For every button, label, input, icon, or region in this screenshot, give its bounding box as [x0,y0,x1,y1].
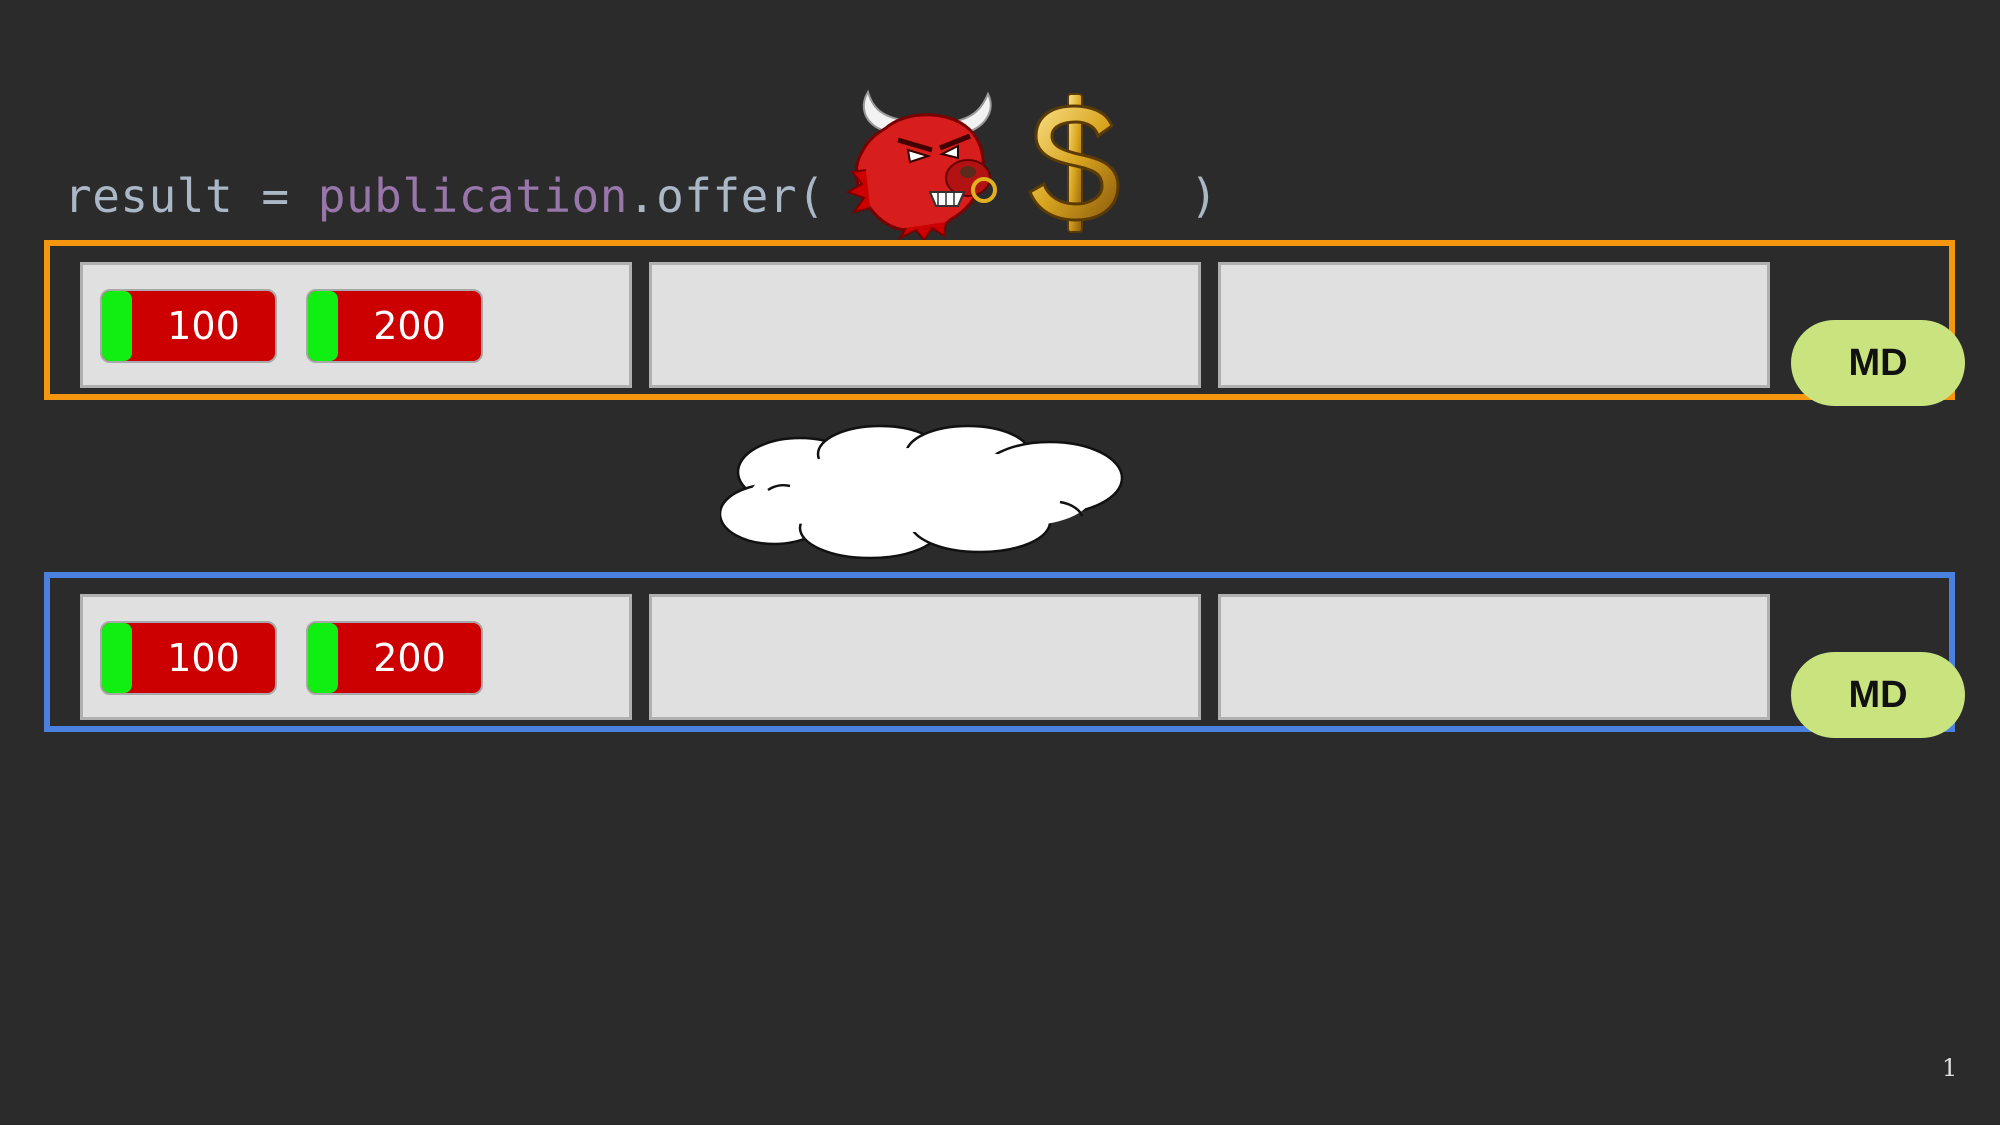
publication-object: publication [317,169,628,223]
offer-method-call: .offer( [627,169,826,223]
frame-header [308,291,338,361]
page-number: 1 [1942,1054,1958,1082]
term-buffer-1 [649,262,1201,388]
message-frame: 200 [306,621,483,695]
frame-header [102,291,132,361]
term-buffer-2 [1218,594,1770,720]
equals-operator: = [233,169,318,223]
dollar-sign-icon [1028,93,1120,233]
close-paren: ) [1190,169,1218,223]
term-buffer-2 [1218,262,1770,388]
message-value: 100 [167,636,240,680]
message-value: 200 [373,636,446,680]
result-variable: result [64,169,234,223]
frame-header [308,623,338,693]
message-frame: 100 [100,621,277,695]
message-value: 100 [167,304,240,348]
md-badge: MD [1791,320,1965,406]
bull-icon [846,89,997,240]
message-value: 200 [373,304,446,348]
code-expression: result = publication.offer( [64,164,825,228]
message-frame: 200 [306,289,483,363]
publisher-log-buffer: 100 200 MD [44,240,1965,406]
term-buffer-1 [649,594,1201,720]
message-frame: 100 [100,289,277,363]
cloud-icon [720,424,1124,560]
md-badge: MD [1791,652,1965,738]
frame-header [102,623,132,693]
subscriber-log-buffer: 100 200 MD [44,572,1965,738]
term-buffer-0: 100 200 [80,262,632,388]
term-buffer-0: 100 200 [80,594,632,720]
